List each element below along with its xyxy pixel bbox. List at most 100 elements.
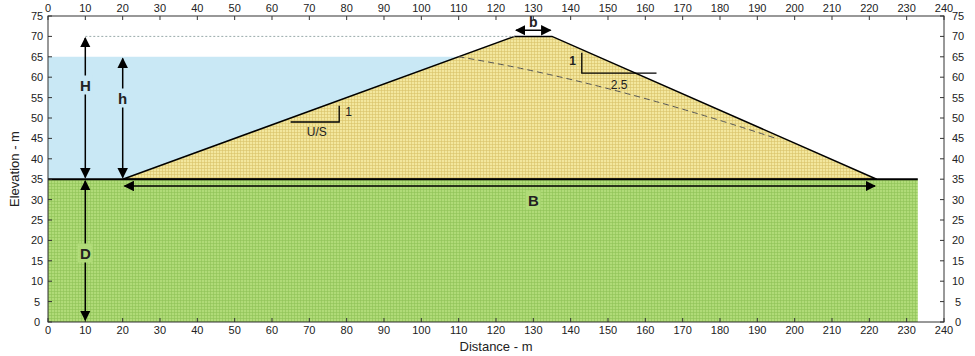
axis-tick [940, 77, 944, 78]
axis-tick-label: 240 [935, 3, 953, 14]
axis-tick-label: 60 [31, 72, 43, 83]
axis-tick [943, 16, 944, 20]
axis-tick [682, 16, 683, 20]
axis-tick-label: 5 [955, 296, 961, 307]
axis-tick [48, 36, 52, 37]
axis-tick-label: 230 [897, 3, 915, 14]
axis-tick [48, 97, 52, 98]
axis-tick [757, 318, 758, 322]
axis-tick-label: 10 [31, 276, 43, 287]
axis-tick-label: 210 [823, 3, 841, 14]
axis-tick [607, 16, 608, 20]
axis-tick-label: 30 [952, 194, 964, 205]
axis-tick [794, 318, 795, 322]
axis-tick-label: 60 [952, 72, 964, 83]
axis-tick-label: 110 [450, 3, 468, 14]
axis-tick [48, 220, 52, 221]
axis-tick-label: 30 [31, 194, 43, 205]
axis-tick-label: 10 [79, 325, 91, 336]
axis-tick-label: 80 [341, 325, 353, 336]
axis-tick-label: 50 [31, 113, 43, 124]
dimension-label: b [529, 15, 538, 29]
axis-tick-label: 220 [860, 3, 878, 14]
axis-tick-label: 20 [117, 3, 129, 14]
axis-tick [122, 16, 123, 20]
slope-label: 2.5 [611, 79, 628, 91]
axis-tick-label: 75 [31, 11, 43, 22]
axis-title: Distance - m [460, 340, 533, 353]
axis-tick [383, 16, 384, 20]
axis-tick [943, 318, 944, 322]
axis-tick [48, 322, 52, 323]
axis-tick-label: 20 [31, 235, 43, 246]
axis-title: Elevation - m [8, 131, 21, 207]
axis-tick-label: 180 [711, 325, 729, 336]
axis-tick [940, 179, 944, 180]
axis-tick [940, 281, 944, 282]
axis-tick-label: 120 [487, 3, 505, 14]
axis-tick [940, 301, 944, 302]
axis-tick-label: 70 [952, 31, 964, 42]
axis-tick [906, 16, 907, 20]
axis-tick [48, 318, 49, 322]
axis-tick [346, 318, 347, 322]
axis-tick [940, 158, 944, 159]
axis-tick [940, 199, 944, 200]
axis-tick-label: 35 [952, 174, 964, 185]
axis-tick-label: 170 [673, 3, 691, 14]
axis-tick-label: 160 [636, 325, 654, 336]
axis-tick [234, 16, 235, 20]
axis-tick-label: 45 [952, 133, 964, 144]
axis-tick-label: 200 [785, 3, 803, 14]
axis-tick [940, 240, 944, 241]
slope-label: U/S [307, 126, 327, 138]
axis-tick [309, 318, 310, 322]
axis-tick [271, 16, 272, 20]
axis-tick [197, 16, 198, 20]
axis-tick-label: 35 [31, 174, 43, 185]
axis-tick-label: 75 [952, 11, 964, 22]
axis-tick [906, 318, 907, 322]
axis-tick [940, 118, 944, 119]
dimension-label: h [116, 88, 129, 107]
axis-tick [940, 138, 944, 139]
axis-tick-label: 70 [303, 3, 315, 14]
axis-tick-label: 110 [450, 325, 468, 336]
axis-tick-label: 65 [952, 51, 964, 62]
axis-tick [48, 240, 52, 241]
axis-tick [383, 318, 384, 322]
axis-tick [421, 16, 422, 20]
axis-tick-label: 80 [341, 3, 353, 14]
axis-tick-label: 0 [34, 317, 40, 328]
axis-tick [48, 179, 52, 180]
axis-tick-label: 40 [191, 3, 203, 14]
axis-tick-label: 180 [711, 3, 729, 14]
axis-tick-label: 190 [748, 3, 766, 14]
axis-tick-label: 15 [952, 255, 964, 266]
axis-tick-label: 40 [31, 153, 43, 164]
axis-tick-label: 210 [823, 325, 841, 336]
axis-tick-label: 0 [45, 325, 51, 336]
axis-tick-label: 200 [785, 325, 803, 336]
axis-tick-label: 90 [378, 3, 390, 14]
axis-tick [122, 318, 123, 322]
axis-tick-label: 190 [748, 325, 766, 336]
axis-tick-label: 15 [31, 255, 43, 266]
axis-tick [48, 138, 52, 139]
axis-tick-label: 50 [229, 3, 241, 14]
axis-tick [458, 16, 459, 20]
axis-tick-label: 55 [952, 92, 964, 103]
axis-tick [645, 318, 646, 322]
axis-tick [346, 16, 347, 20]
axis-tick-label: 20 [117, 325, 129, 336]
axis-tick [757, 16, 758, 20]
axis-tick-label: 55 [31, 92, 43, 103]
axis-tick [607, 318, 608, 322]
axis-tick-label: 25 [952, 215, 964, 226]
axis-tick-label: 120 [487, 325, 505, 336]
axis-tick [48, 16, 52, 17]
axis-tick [421, 318, 422, 322]
axis-tick [869, 318, 870, 322]
axis-tick [533, 318, 534, 322]
axis-tick-label: 30 [154, 325, 166, 336]
